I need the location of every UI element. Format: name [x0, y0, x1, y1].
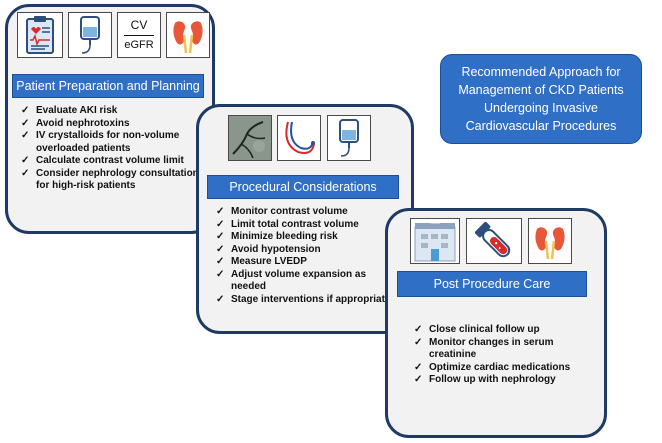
- clinic-building-icon: Clinic: [410, 218, 460, 264]
- list-item: Follow up with nephrology: [414, 374, 589, 387]
- angiogram-icon: [228, 115, 272, 161]
- ratio-numerator: CV: [130, 18, 148, 32]
- catheter-icon: [277, 115, 321, 161]
- list-item: Optimize cardiac medications: [414, 362, 589, 375]
- list-item: Avoid hypotension: [216, 244, 391, 257]
- list-item: Calculate contrast volume limit: [21, 155, 201, 168]
- diagram-title: Recommended Approach for Management of C…: [458, 65, 624, 133]
- blood-tube-icon: [466, 218, 522, 264]
- list-item: Close clinical follow up: [414, 324, 589, 337]
- list-item: Stage interventions if appropriate: [216, 294, 391, 307]
- header-procedural: Procedural Considerations: [207, 175, 399, 199]
- list-item: Avoid nephrotoxins: [21, 118, 201, 131]
- cv-egfr-ratio: CV eGFR: [117, 12, 161, 58]
- list-item: Monitor contrast volume: [216, 206, 391, 219]
- header-post: Post Procedure Care: [397, 271, 587, 297]
- list-item: Consider nephrology consultation for hig…: [21, 168, 201, 193]
- list-item: Limit total contrast volume: [216, 219, 391, 232]
- iv-bag-icon-procedural: [327, 115, 371, 161]
- header-preparation: Patient Preparation and Planning: [12, 74, 204, 98]
- list-item: IV crystalloids for non-volume overloade…: [21, 130, 201, 155]
- header-procedural-label: Procedural Considerations: [229, 180, 377, 194]
- list-item: Measure LVEDP: [216, 256, 391, 269]
- list-item: Evaluate AKI risk: [21, 105, 201, 118]
- ratio-denominator: eGFR: [124, 39, 154, 51]
- list-item: Adjust volume expansion as needed: [216, 269, 391, 294]
- title-box: Recommended Approach for Management of C…: [440, 54, 642, 144]
- header-post-label: Post Procedure Care: [433, 277, 551, 291]
- iv-bag-icon: [68, 12, 112, 58]
- kidney-icon-post: [528, 218, 572, 264]
- list-item: Monitor changes in serum creatinine: [414, 337, 589, 362]
- header-preparation-label: Patient Preparation and Planning: [16, 79, 200, 93]
- clipboard-icon: [17, 12, 63, 58]
- list-post: Close clinical follow up Monitor changes…: [414, 324, 589, 387]
- list-preparation: Evaluate AKI risk Avoid nephrotoxins IV …: [21, 105, 201, 193]
- list-procedural: Monitor contrast volume Limit total cont…: [216, 206, 391, 306]
- clinic-sign: Clinic: [430, 220, 440, 225]
- kidney-icon: [166, 12, 210, 58]
- list-item: Minimize bleeding risk: [216, 231, 391, 244]
